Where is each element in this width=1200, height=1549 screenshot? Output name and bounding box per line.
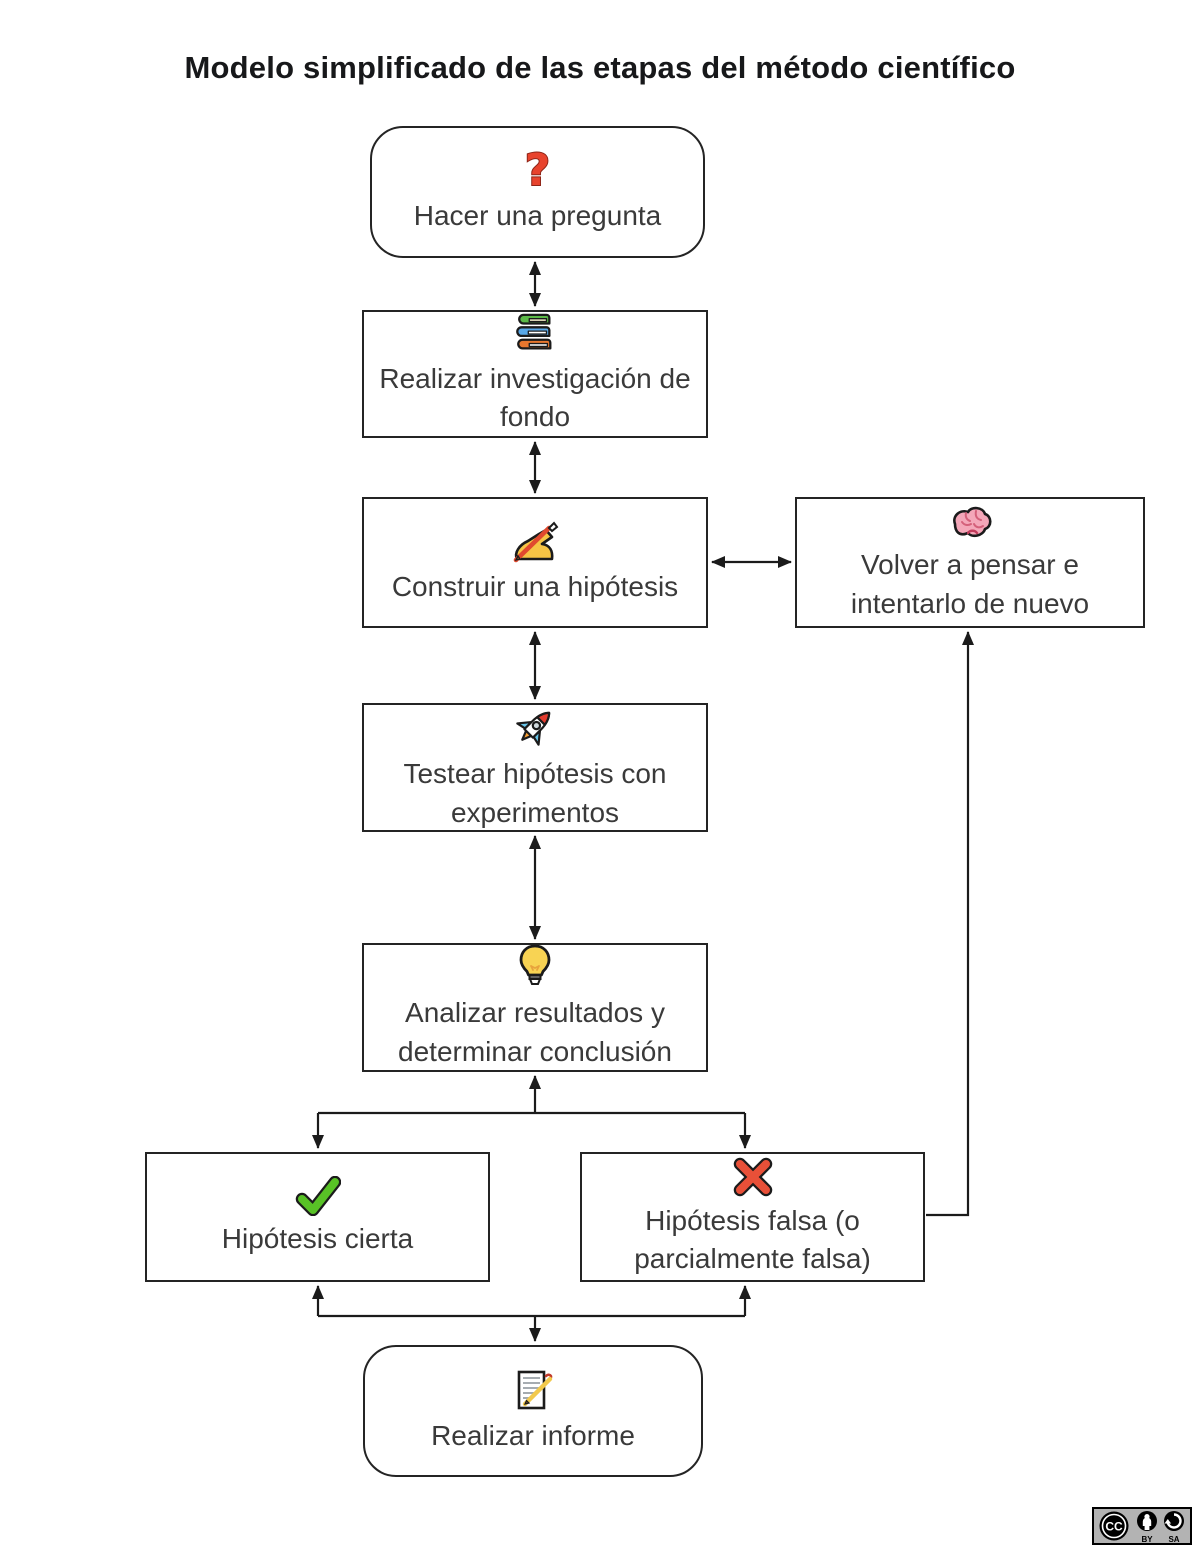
node-label: Realizar informe xyxy=(431,1419,635,1451)
node-label: Realizar investigación de fondo xyxy=(379,362,691,432)
node-hypothesis-false: Hipótesis falsa (o parcialmente falsa) xyxy=(580,1152,925,1282)
node-construct-hypothesis: Construir una hipótesis xyxy=(362,497,708,628)
node-label: Testear hipótesis con experimentos xyxy=(403,758,667,828)
node-hypothesis-true: Hipótesis cierta xyxy=(145,1152,490,1282)
memo-pencil-icon xyxy=(510,1367,556,1413)
node-background-research: Realizar investigación de fondo xyxy=(362,310,708,438)
node-label: Hipótesis cierta xyxy=(221,1222,414,1254)
rocket-icon xyxy=(511,703,559,751)
node-rethink: Volver a pensar e intentarlo de nuevo xyxy=(795,497,1145,628)
writing-hand-icon xyxy=(509,518,561,564)
page-title: Modelo simplificado de las etapas del mé… xyxy=(184,50,1016,85)
node-label: Hacer una pregunta xyxy=(413,199,662,231)
question-mark-icon: ? xyxy=(524,144,551,196)
node-test-experiments: Testear hipótesis con experimentos xyxy=(362,703,708,832)
node-write-report: Realizar informe xyxy=(363,1345,703,1477)
node-label: Analizar resultados y determinar conclus… xyxy=(398,997,672,1067)
node-analyze-results: Analizar resultados y determinar conclus… xyxy=(362,943,708,1072)
cc-logo-icon xyxy=(1099,1511,1129,1541)
node-label: Hipótesis falsa (o parcialmente falsa) xyxy=(634,1204,871,1274)
check-mark-icon xyxy=(295,1175,341,1216)
cc-by-icon xyxy=(1137,1511,1157,1531)
cc-sa-icon xyxy=(1164,1511,1184,1531)
cross-mark-icon xyxy=(732,1156,774,1198)
cc-license-badge[interactable]: CC BY SA xyxy=(1092,1507,1192,1545)
brain-icon xyxy=(946,502,994,542)
svg-text:CC: CC xyxy=(1105,1520,1123,1534)
node-label: Volver a pensar e intentarlo de nuevo xyxy=(850,549,1090,619)
svg-text:BY: BY xyxy=(1141,1535,1153,1544)
svg-text:SA: SA xyxy=(1168,1535,1179,1544)
books-icon xyxy=(512,312,558,356)
light-bulb-icon xyxy=(515,944,555,990)
node-label: Construir una hipótesis xyxy=(391,571,679,603)
node-ask-question: ? Hacer una pregunta xyxy=(370,126,705,258)
